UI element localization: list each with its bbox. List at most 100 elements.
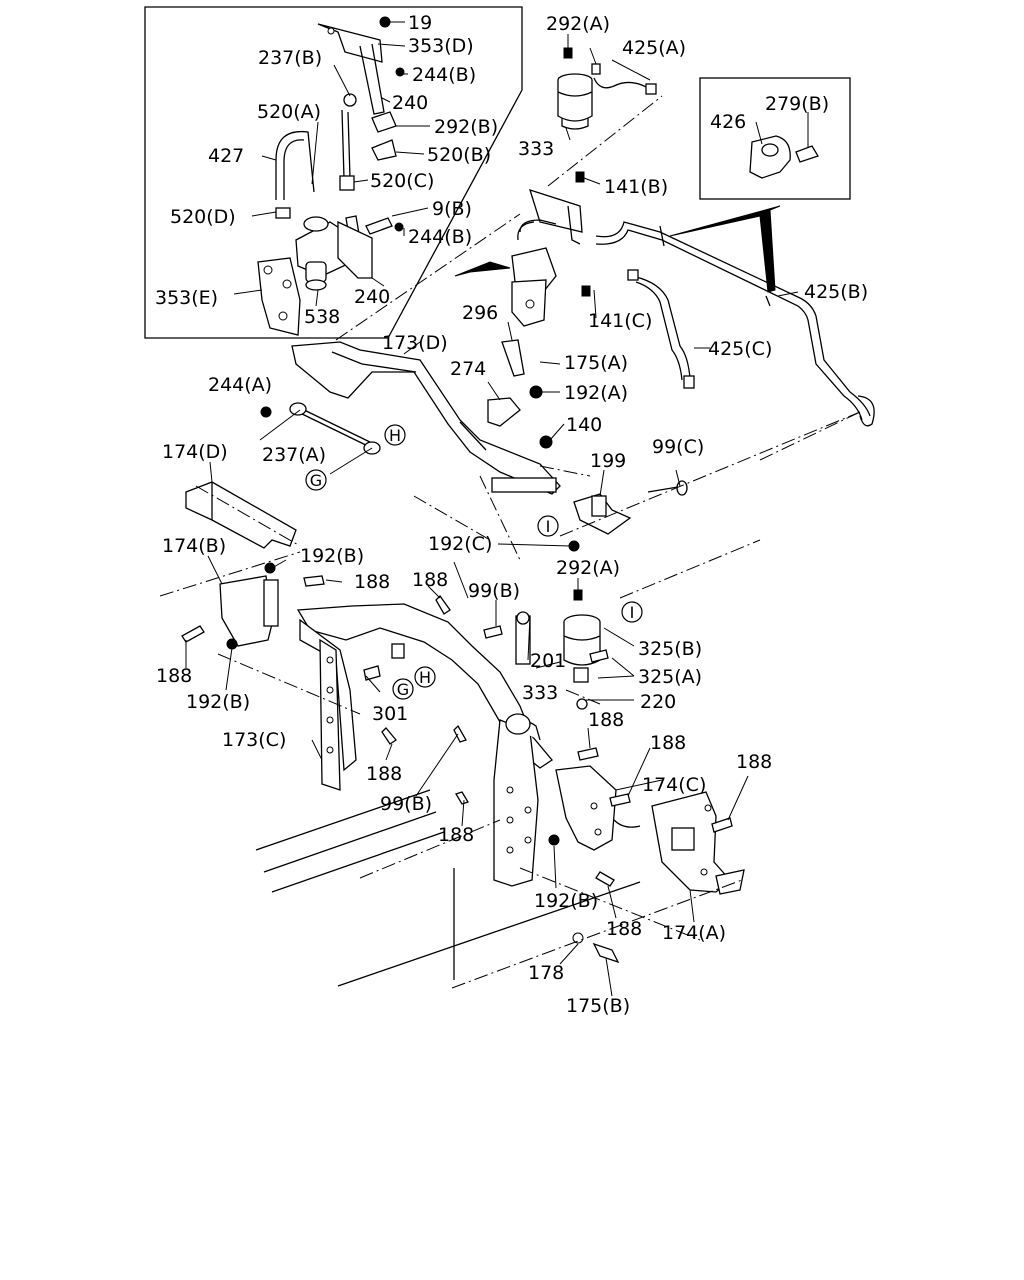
bracket-353d <box>317 23 383 63</box>
callout-192b: 192(B) <box>300 545 364 567</box>
leveling-valve-assembly <box>257 16 405 336</box>
marker-i2: I <box>621 601 643 623</box>
callout-188-5: 188 <box>650 732 686 754</box>
callout-237a: 237(A) <box>262 444 326 466</box>
callout-425a: 425(A) <box>622 37 686 59</box>
callout-192b-2: 192(B) <box>186 691 250 713</box>
clamp-426 <box>749 135 819 179</box>
callout-178: 178 <box>528 962 564 984</box>
callout-292a-2: 292(A) <box>556 557 620 579</box>
hose-425c <box>631 275 691 379</box>
hardware-bolts <box>181 540 733 964</box>
callout-99b-2: 99(B) <box>380 793 432 815</box>
marker-label: G <box>310 471 322 490</box>
bracket-174c <box>555 765 641 851</box>
callout-140: 140 <box>566 414 602 436</box>
clamp-inset-box <box>699 77 851 200</box>
callout-188-6: 188 <box>736 751 772 773</box>
callout-520c: 520(C) <box>370 170 434 192</box>
frame-side-rail <box>255 789 641 987</box>
callout-333-2: 333 <box>522 682 558 704</box>
callout-274: 274 <box>450 358 486 380</box>
leader-lines <box>185 21 809 997</box>
callout-301: 301 <box>372 703 408 725</box>
callout-188-3: 188 <box>156 665 192 687</box>
callout-188-7: 188 <box>366 763 402 785</box>
valve-mount-group <box>511 171 875 427</box>
callout-141c: 141(C) <box>588 310 652 332</box>
main-frame-crossmember <box>296 603 553 887</box>
callout-425c: 425(C) <box>708 338 772 360</box>
callout-325b: 325(B) <box>638 638 702 660</box>
callout-188-2: 188 <box>412 569 448 591</box>
callout-244a: 244(A) <box>208 374 272 396</box>
bracket-296 <box>501 339 525 377</box>
callout-244b: 244(B) <box>412 64 476 86</box>
marker-h1: H <box>384 424 406 446</box>
callout-174c: 174(C) <box>642 774 706 796</box>
hose-425b <box>595 221 871 417</box>
center-lines <box>159 95 861 989</box>
arrow-to-clamp <box>669 205 781 293</box>
callout-427: 427 <box>208 145 244 167</box>
callout-199: 199 <box>590 450 626 472</box>
callout-240-2: 240 <box>354 286 390 308</box>
marker-g2: G <box>392 678 414 700</box>
marker-label: H <box>389 426 401 445</box>
marker-h2: H <box>414 666 436 688</box>
bracket-174b <box>219 562 279 647</box>
marker-label: I <box>630 603 635 622</box>
callout-325a: 325(A) <box>638 666 702 688</box>
bracket-353e <box>257 257 301 336</box>
callout-9b: 9(B) <box>432 198 472 220</box>
callout-292b: 292(B) <box>434 116 498 138</box>
callout-538: 538 <box>304 306 340 328</box>
callout-201: 201 <box>530 650 566 672</box>
callout-188-4: 188 <box>588 709 624 731</box>
callout-353e: 353(E) <box>155 287 218 309</box>
callout-237b: 237(B) <box>258 47 322 69</box>
callout-192c: 192(C) <box>428 533 492 555</box>
callout-99c: 99(C) <box>652 436 704 458</box>
callout-174a: 174(A) <box>662 922 726 944</box>
callout-425b: 425(B) <box>804 281 868 303</box>
callout-174d: 174(D) <box>162 441 228 463</box>
callout-520b: 520(B) <box>427 144 491 166</box>
callout-141b: 141(B) <box>604 176 668 198</box>
hose-425a <box>593 77 649 89</box>
callout-520a: 520(A) <box>257 101 321 123</box>
callout-333: 333 <box>518 138 554 160</box>
bracket-174d <box>185 481 297 549</box>
callout-353d: 353(D) <box>408 35 474 57</box>
callout-19: 19 <box>408 12 432 34</box>
callout-labels: 19 353(D) 237(B) 244(B) 240 520(A) 292(B… <box>155 12 868 1017</box>
callout-296: 296 <box>462 302 498 324</box>
link-240 <box>337 220 373 279</box>
callout-188-8: 188 <box>438 824 474 846</box>
bracket-199 <box>573 480 688 535</box>
callout-175a: 175(A) <box>564 352 628 374</box>
callout-192b-3: 192(B) <box>534 890 598 912</box>
marker-label: H <box>419 668 431 687</box>
marker-g1: G <box>305 469 327 491</box>
air-spring-333-top <box>557 47 657 130</box>
bracket-274 <box>487 397 521 427</box>
callout-175b: 175(B) <box>566 995 630 1017</box>
crossmember-173d <box>291 339 561 495</box>
detail-inset-box <box>144 6 523 339</box>
reference-markers: G H I I G H <box>305 424 643 700</box>
callout-173d: 173(D) <box>382 332 448 354</box>
callout-174b: 174(B) <box>162 535 226 557</box>
callout-244b-2: 244(B) <box>408 226 472 248</box>
marker-label: I <box>546 517 551 536</box>
callout-188-1: 188 <box>354 571 390 593</box>
callout-220: 220 <box>640 691 676 713</box>
callout-192a: 192(A) <box>564 382 628 404</box>
callout-520d: 520(D) <box>170 206 236 228</box>
marker-label: G <box>397 680 409 699</box>
callout-240: 240 <box>392 92 428 114</box>
callout-292a: 292(A) <box>546 13 610 35</box>
bracket-174a <box>651 791 745 895</box>
callout-99b: 99(B) <box>468 580 520 602</box>
